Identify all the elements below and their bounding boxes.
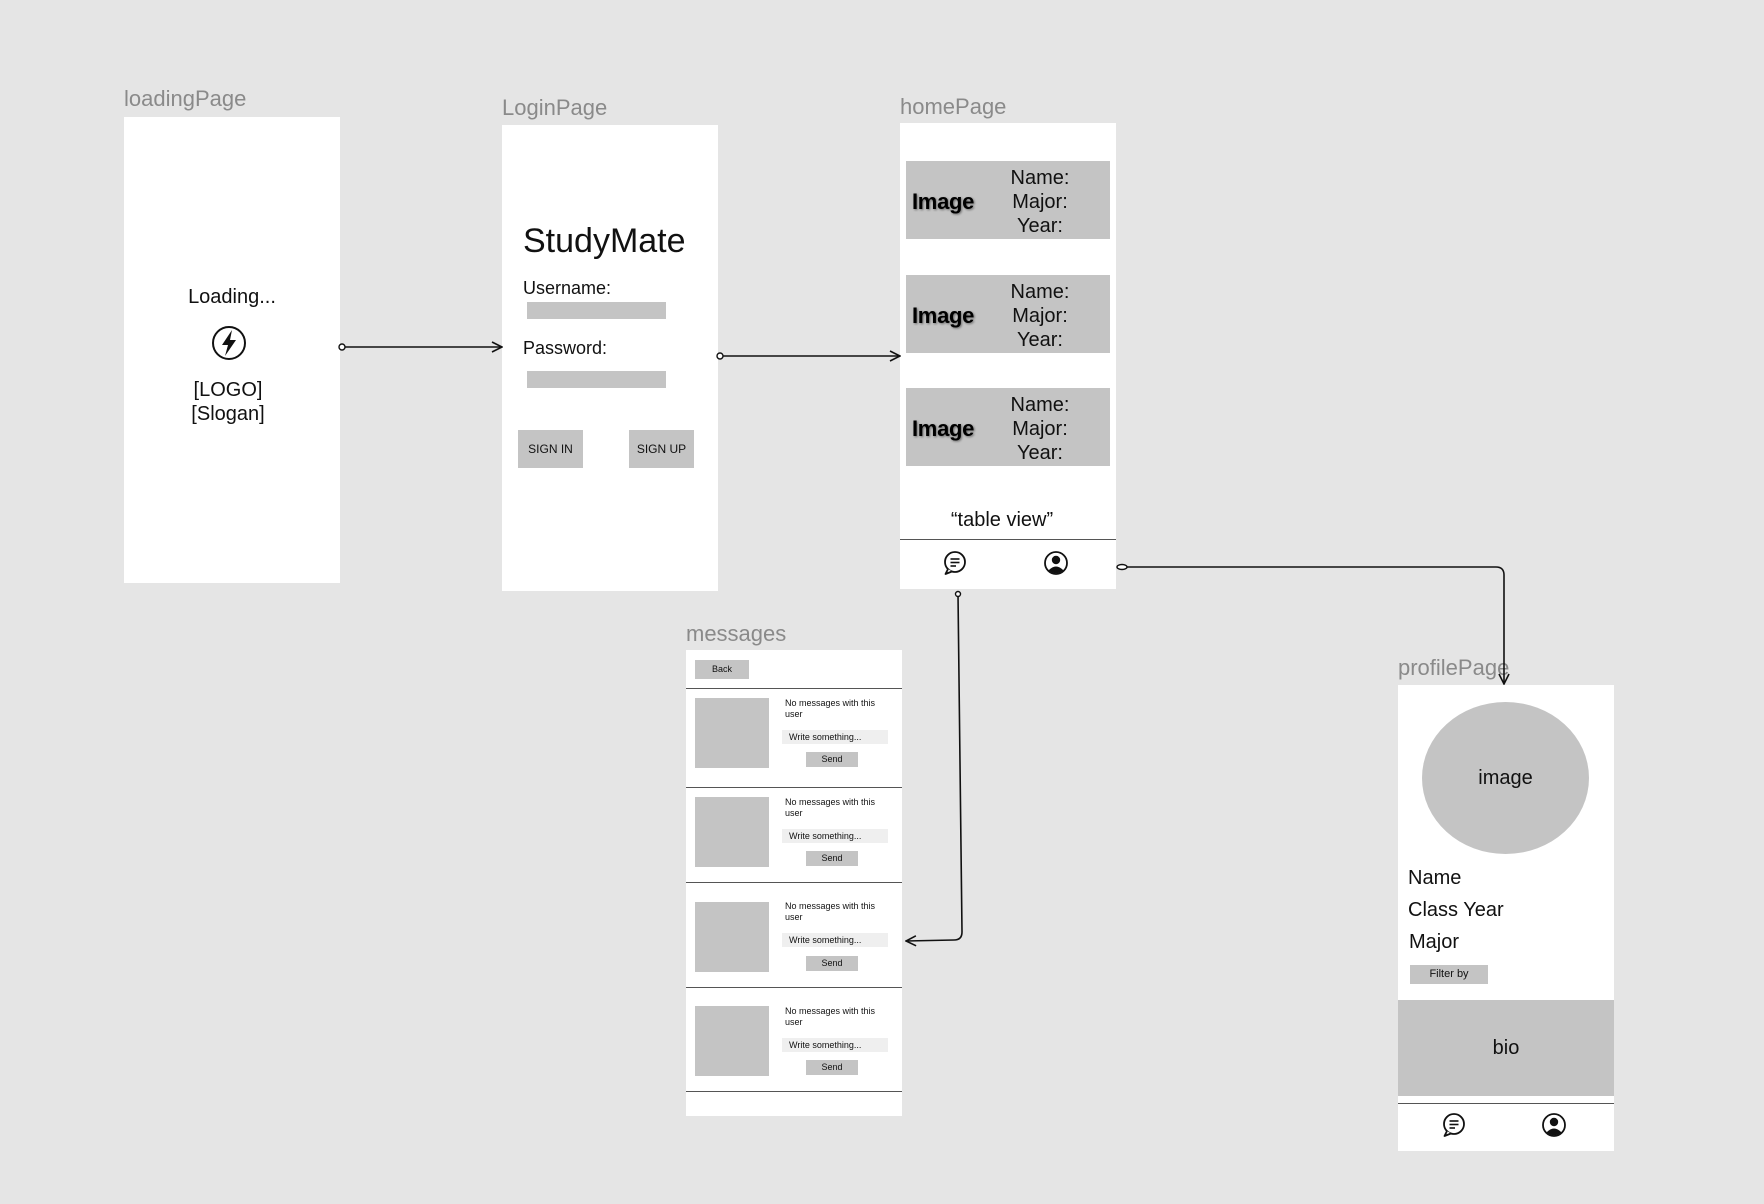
no-messages-note: No messages with this user	[785, 698, 876, 719]
message-thread-row: No messages with this user Write somethi…	[686, 987, 902, 1087]
connector-home-to-messages[interactable]	[906, 593, 963, 941]
back-button[interactable]: Back	[695, 660, 749, 679]
chat-bubble-icon[interactable]	[1441, 1112, 1467, 1138]
send-button[interactable]: Send	[806, 752, 858, 767]
card-name-label: Name:	[1010, 394, 1070, 416]
message-input[interactable]: Write something...	[782, 829, 888, 843]
user-avatar-placeholder	[695, 902, 769, 972]
message-thread-row: No messages with this user Write somethi…	[686, 882, 902, 982]
login-page-label: LoginPage	[502, 95, 608, 120]
profile-page-label: profilePage	[1398, 655, 1510, 680]
logo-placeholder: [LOGO]	[193, 379, 263, 401]
profile-card[interactable]: Image Name: Major: Year:	[906, 388, 1110, 466]
user-avatar-placeholder	[695, 698, 769, 768]
nav-divider	[900, 539, 1116, 540]
user-avatar-placeholder	[695, 1006, 769, 1076]
messages-page-label: messages	[686, 621, 787, 646]
card-name-label: Name:	[1010, 281, 1070, 303]
filter-by-button[interactable]: Filter by	[1410, 965, 1488, 984]
password-label: Password:	[523, 338, 608, 358]
card-info: Name: Major: Year:	[1010, 393, 1070, 465]
message-thread-row: No messages with this user Write somethi…	[686, 787, 902, 887]
home-page-label: homePage	[900, 94, 1007, 119]
message-input[interactable]: Write something...	[782, 1038, 888, 1052]
send-button[interactable]: Send	[806, 851, 858, 866]
chat-bubble-icon[interactable]	[942, 550, 968, 576]
no-messages-note: No messages with this user	[785, 901, 876, 922]
profile-card[interactable]: Image Name: Major: Year:	[906, 161, 1110, 239]
card-major-label: Major:	[1012, 191, 1068, 213]
no-messages-note: No messages with this user	[785, 1006, 876, 1027]
card-info: Name: Major: Year:	[1010, 166, 1070, 238]
row-divider	[686, 987, 902, 988]
profile-class-year-label: Class Year	[1408, 899, 1504, 921]
user-profile-icon[interactable]	[1043, 550, 1069, 576]
card-major-label: Major:	[1012, 305, 1068, 327]
no-messages-note: No messages with this user	[785, 797, 876, 818]
profile-name-label: Name	[1408, 867, 1462, 889]
card-image-placeholder: Image	[912, 303, 975, 328]
profile-card[interactable]: Image Name: Major: Year:	[906, 275, 1110, 353]
row-divider	[686, 882, 902, 883]
loading-page-label: loadingPage	[124, 86, 247, 111]
card-image-placeholder: Image	[912, 189, 975, 214]
nav-divider	[1398, 1103, 1614, 1104]
send-button[interactable]: Send	[806, 956, 858, 971]
card-name-label: Name:	[1010, 167, 1070, 189]
connector-home-to-profile[interactable]	[1122, 566, 1504, 684]
message-input[interactable]: Write something...	[782, 730, 888, 744]
message-thread-row: No messages with this user Write somethi…	[686, 688, 902, 788]
card-image-placeholder: Image	[912, 416, 975, 441]
card-year-label: Year:	[1017, 329, 1063, 351]
sign-up-button[interactable]: SIGN UP	[629, 430, 694, 468]
sign-in-button[interactable]: SIGN IN	[518, 430, 583, 468]
row-divider	[686, 787, 902, 788]
slogan-placeholder: [Slogan]	[191, 403, 265, 425]
profile-page-frame: image Name Class Year Major Filter by bi…	[1398, 685, 1614, 1151]
messages-page-frame: Back No messages with this user Write so…	[686, 650, 902, 1116]
loading-text: Loading...	[188, 286, 276, 308]
card-info: Name: Major: Year:	[1010, 280, 1070, 352]
card-year-label: Year:	[1017, 215, 1063, 237]
user-profile-icon[interactable]	[1541, 1112, 1567, 1138]
username-label: Username:	[523, 278, 612, 298]
home-page-frame: Image Name: Major: Year: Image Name: Maj…	[900, 123, 1116, 589]
login-page-frame: StudyMate Username: Password: SIGN IN SI…	[502, 125, 718, 591]
bio-section: bio	[1398, 1000, 1614, 1096]
profile-major-label: Major	[1409, 931, 1460, 953]
lightning-bolt-icon	[210, 324, 248, 362]
list-end-divider	[686, 1091, 902, 1092]
app-title: StudyMate	[523, 222, 686, 260]
password-input[interactable]	[527, 371, 666, 388]
username-input[interactable]	[527, 302, 666, 319]
user-avatar-placeholder	[695, 797, 769, 867]
table-view-caption: “table view”	[950, 509, 1054, 531]
loading-page-frame: Loading... [LOGO] [Slogan]	[124, 117, 340, 583]
card-major-label: Major:	[1012, 418, 1068, 440]
profile-image-placeholder: image	[1422, 702, 1589, 854]
row-divider	[686, 688, 902, 689]
card-year-label: Year:	[1017, 442, 1063, 464]
send-button[interactable]: Send	[806, 1060, 858, 1075]
message-input[interactable]: Write something...	[782, 933, 888, 947]
